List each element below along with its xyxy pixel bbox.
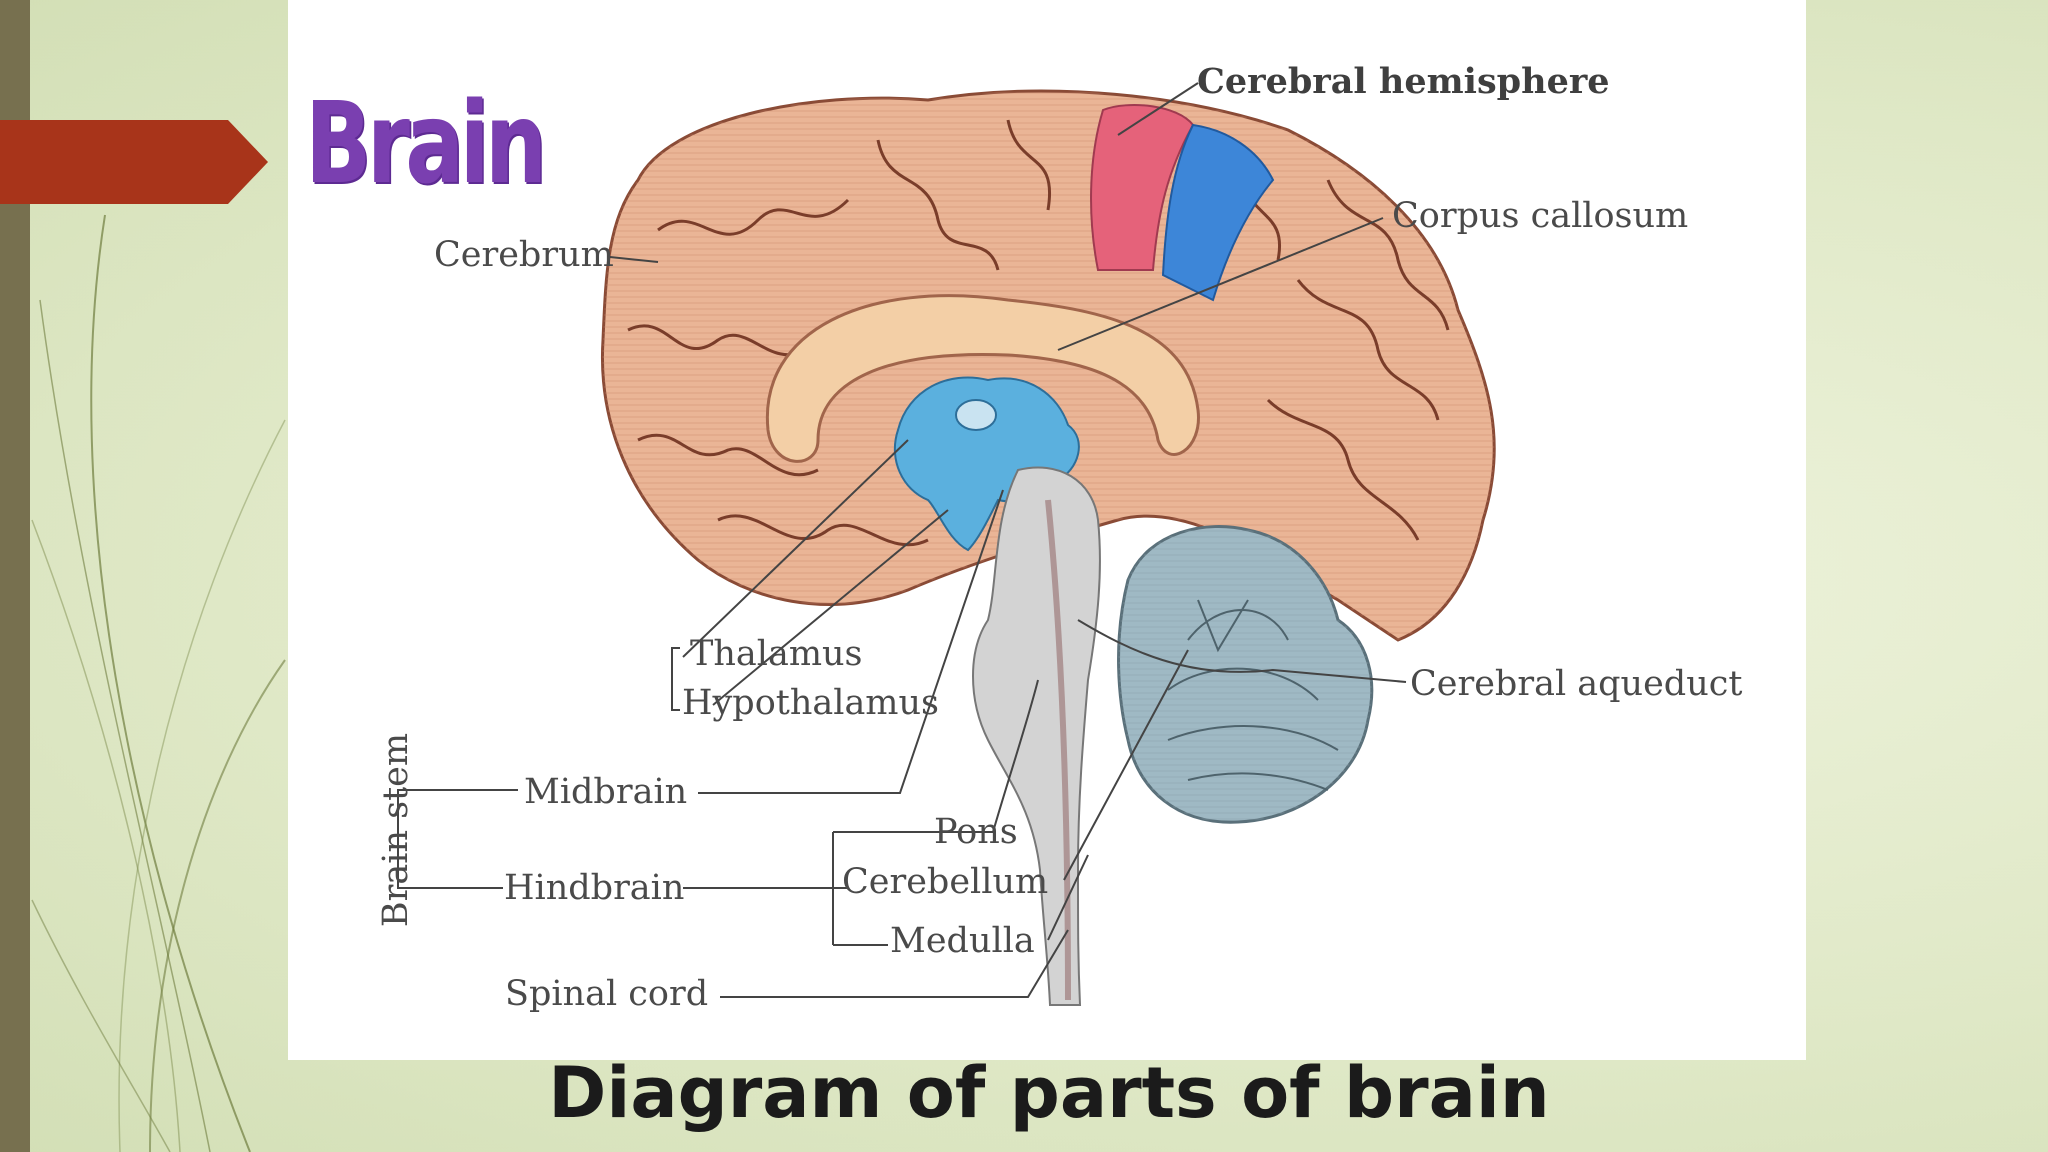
label-cerebral-hemisphere: Cerebral hemisphere — [1197, 61, 1610, 102]
label-hindbrain: Hindbrain — [504, 868, 685, 908]
label-pons: Pons — [934, 812, 1018, 852]
slide-title: Brain — [305, 79, 547, 209]
title-arrow-shape — [0, 120, 268, 204]
leader-lines — [397, 82, 1407, 998]
label-spinal-cord: Spinal cord — [505, 974, 709, 1014]
label-medulla: Medulla — [890, 921, 1035, 961]
cerebellum-shape — [1117, 525, 1374, 824]
label-cerebral-aqueduct: Cerebral aqueduct — [1410, 664, 1743, 704]
brain-diagram — [397, 82, 1496, 1006]
label-thalamus: Thalamus — [690, 634, 863, 674]
label-corpus-callosum: Corpus callosum — [1392, 196, 1689, 236]
cerebrum-shape — [600, 89, 1496, 642]
label-brain-stem-text: Brain stem — [376, 732, 416, 928]
diagram-caption: Diagram of parts of brain — [548, 1052, 1550, 1134]
label-hypothalamus: Hypothalamus — [682, 683, 939, 723]
label-cerebrum: Cerebrum — [434, 235, 614, 275]
corpus-callosum-highlight — [1161, 123, 1275, 302]
label-brain-stem: Brain stem — [376, 725, 416, 935]
label-cerebellum: Cerebellum — [842, 862, 1049, 902]
label-midbrain: Midbrain — [524, 772, 688, 812]
